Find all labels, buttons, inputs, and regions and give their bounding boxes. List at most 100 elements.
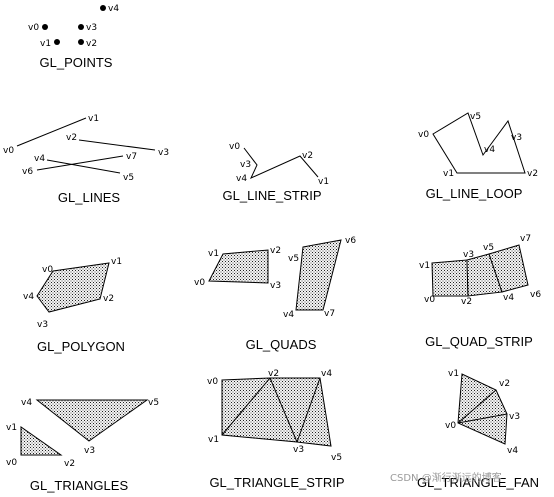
label-v1: v1: [443, 169, 454, 179]
label-v4: v4: [484, 145, 495, 155]
label-v6: v6: [22, 167, 33, 177]
label-v3: v3: [270, 281, 281, 291]
gl-line-strip-panel: v0 v1 v2 v3 v4 GL_LINE_STRIP: [223, 142, 330, 203]
label-v0: v0: [424, 295, 435, 305]
label-v5: v5: [331, 453, 342, 463]
label-v4: v4: [321, 369, 332, 379]
gl-line-loop-panel: v0 v1 v2 v3 v4 v5 GL_LINE_LOOP: [418, 112, 538, 201]
label-v4: v4: [108, 4, 119, 14]
gl-triangles-panel: v0 v1 v2 v3 v4 v5 GL_TRIANGLES: [6, 398, 159, 493]
label-v0: v0: [6, 458, 17, 468]
gl-quad-strip-panel: v0 v1 v2 v3 v4 v5 v6 v7 GL_QUAD_STRIP: [419, 234, 541, 349]
label-v1: v1: [448, 369, 459, 379]
label-v2: v2: [527, 169, 538, 179]
quad-strip-3: [488, 244, 529, 293]
label-v1: v1: [419, 261, 430, 271]
label-v1: v1: [88, 114, 99, 124]
label-v0: v0: [28, 23, 39, 33]
label-v3: v3: [509, 412, 520, 422]
triangle-1: [20, 426, 63, 456]
label-v3: v3: [158, 148, 169, 158]
label-v5: v5: [148, 398, 159, 408]
caption-gl-line-loop: GL_LINE_LOOP: [426, 186, 523, 201]
label-v2: v2: [499, 379, 510, 389]
label-v5: v5: [288, 254, 299, 264]
label-v2: v2: [268, 369, 279, 379]
label-v2: v2: [103, 294, 114, 304]
triangle-2: [35, 399, 149, 442]
line-v0-v1: [16, 117, 87, 147]
line-v6-v7: [36, 155, 124, 171]
label-v0: v0: [418, 130, 429, 140]
label-v4: v4: [236, 174, 247, 184]
label-v2: v2: [86, 39, 97, 49]
label-v3: v3: [463, 250, 474, 260]
strip-edge-v3-v4: [296, 377, 321, 443]
label-v2: v2: [66, 133, 77, 143]
caption-gl-polygon: GL_POLYGON: [37, 339, 125, 354]
label-v6: v6: [530, 290, 541, 300]
point-v2: [78, 39, 84, 45]
strip-edge-v2-v3: [269, 377, 298, 443]
label-v1: v1: [208, 435, 219, 445]
line-v4-v5: [46, 159, 121, 174]
gl-triangle-strip-panel: v0 v1 v2 v3 v4 v5 GL_TRIANGLE_STRIP: [207, 369, 345, 490]
fan-edge-v0-v3: [457, 413, 508, 424]
label-v4: v4: [21, 398, 32, 408]
label-v5: v5: [123, 173, 134, 183]
point-v3: [78, 24, 84, 30]
quad-strip-1: [431, 259, 469, 297]
label-v1: v1: [318, 177, 329, 187]
label-v0: v0: [207, 377, 218, 387]
label-v0: v0: [194, 278, 205, 288]
label-v3: v3: [84, 446, 95, 456]
label-v0: v0: [3, 146, 14, 156]
label-v4: v4: [507, 446, 518, 456]
label-v2: v2: [461, 297, 472, 307]
caption-gl-line-strip: GL_LINE_STRIP: [223, 188, 322, 203]
label-v2: v2: [270, 246, 281, 256]
label-v1: v1: [40, 39, 51, 49]
line-strip-path: [243, 147, 319, 180]
caption-gl-points: GL_POINTS: [40, 55, 113, 70]
label-v1: v1: [111, 257, 122, 267]
label-v4: v4: [283, 310, 294, 320]
caption-gl-quad-strip: GL_QUAD_STRIP: [425, 334, 533, 349]
label-v3: v3: [240, 160, 251, 170]
label-v3: v3: [511, 133, 522, 143]
fan-edge-v0-v2: [457, 389, 497, 424]
line-v2-v3: [78, 139, 156, 151]
line-loop-path: [432, 112, 526, 174]
caption-gl-triangle-fan: GL_TRIANGLE_FAN: [417, 475, 539, 490]
quad-2: [295, 239, 342, 311]
caption-gl-lines: GL_LINES: [58, 190, 120, 205]
gl-lines-panel: v0 v1 v2 v3 v4 v5 v6 v7 GL_LINES: [3, 114, 169, 205]
label-v4: v4: [503, 293, 514, 303]
label-v5: v5: [483, 243, 494, 253]
gl-quads-panel: v0 v1 v2 v3 v4 v5 v6 v7 GL_QUADS: [194, 236, 356, 352]
label-v0: v0: [229, 142, 240, 152]
label-v0: v0: [42, 265, 53, 275]
label-v4: v4: [23, 292, 34, 302]
label-v4: v4: [34, 154, 45, 164]
gl-polygon-panel: v0 v1 v2 v3 v4 GL_POLYGON: [23, 257, 125, 354]
gl-points-panel: v4 v0 v3 v1 v2 GL_POINTS: [28, 4, 119, 70]
point-v1: [54, 39, 60, 45]
label-v0: v0: [445, 421, 456, 431]
label-v6: v6: [345, 236, 356, 246]
label-v1: v1: [6, 423, 17, 433]
label-v7: v7: [324, 309, 335, 319]
point-v4: [100, 5, 106, 11]
label-v5: v5: [470, 112, 481, 122]
label-v7: v7: [126, 152, 137, 162]
watermark: CSDN @渐行渐远的博客: [390, 471, 502, 484]
label-v2: v2: [64, 459, 75, 469]
caption-gl-triangle-strip: GL_TRIANGLE_STRIP: [209, 475, 344, 490]
polygon-shape: [36, 262, 110, 313]
gl-triangle-fan-panel: v0 v1 v2 v3 v4 GL_TRIANGLE_FAN: [417, 369, 539, 490]
triangle-strip-fill: [221, 377, 332, 447]
label-v3: v3: [37, 320, 48, 330]
quad-1: [208, 249, 269, 284]
caption-gl-quads: GL_QUADS: [246, 337, 317, 352]
